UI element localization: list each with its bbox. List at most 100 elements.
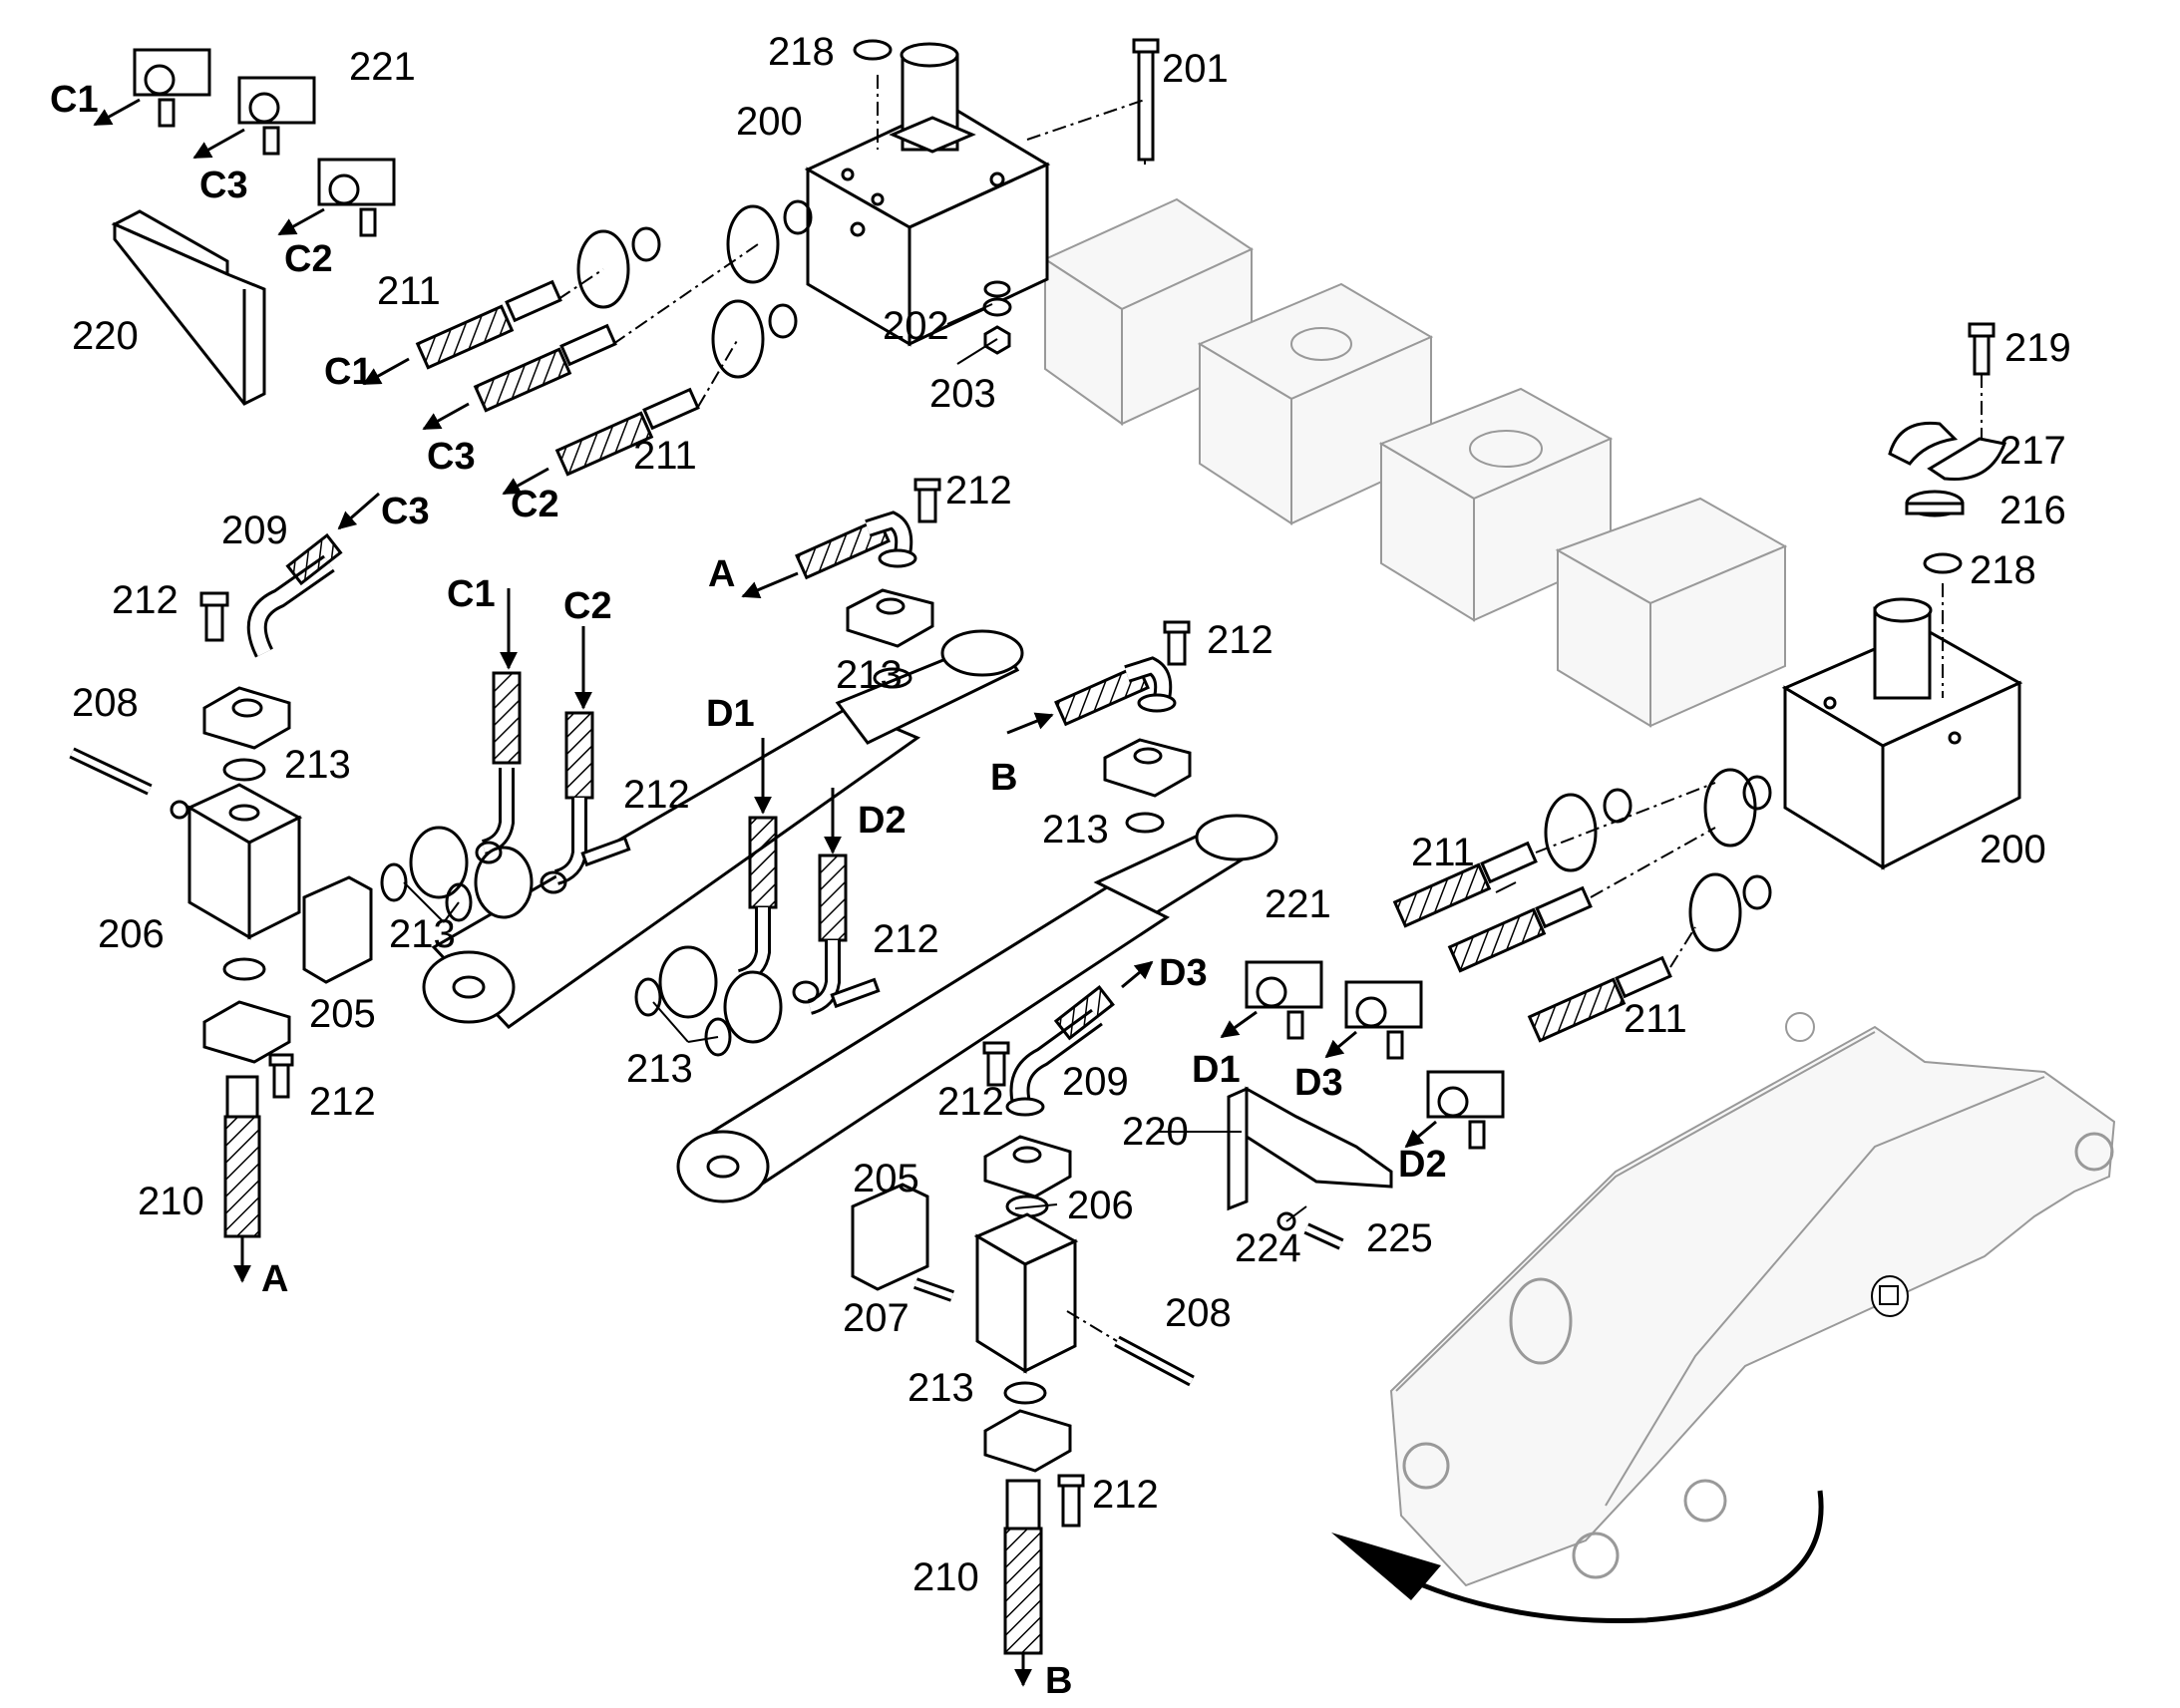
label-212-center-a: 212 (945, 469, 1012, 512)
clamp-217 (1888, 421, 2007, 482)
clamp-221-d2 (1426, 1070, 1505, 1150)
label-211-top-a: 211 (377, 269, 441, 313)
label-206-left: 206 (98, 912, 165, 956)
block-206-left (185, 783, 303, 940)
label-213-d1d2: 213 (626, 1047, 693, 1091)
label-211-right-b: 211 (1624, 997, 1687, 1041)
o-ring-218-top (853, 39, 893, 61)
bolt-207 (913, 1277, 954, 1302)
leader-lines (403, 303, 1517, 1222)
hose-210-center (1003, 1479, 1043, 1655)
letter-c3-left: C3 (381, 491, 430, 532)
valve-block-ghost-2 (1197, 282, 1434, 525)
letter-c2-hose: C2 (511, 484, 559, 525)
nuts-202-203 (982, 280, 1012, 355)
bracket-220-right (1227, 1086, 1393, 1211)
label-221-top: 221 (349, 45, 416, 89)
label-212-d1d2: 212 (873, 917, 939, 961)
label-212-center-lower: 212 (1092, 1473, 1159, 1517)
label-209-left: 209 (221, 509, 288, 552)
label-212-center-upper: 212 (937, 1080, 1004, 1124)
letter-c1-hose: C1 (324, 351, 373, 393)
boom-structure (1389, 1012, 2116, 1587)
label-212-left-upper: 212 (112, 578, 179, 622)
flanges-right (1544, 768, 1772, 952)
label-213-center-a: 213 (836, 653, 903, 697)
label-203: 203 (929, 372, 996, 416)
hose-210-left (223, 1075, 261, 1238)
label-210-center: 210 (912, 1555, 979, 1599)
label-208-center: 208 (1165, 1291, 1232, 1335)
flange-213-center-upper (983, 1135, 1072, 1218)
cylinder-lower (676, 814, 1278, 1203)
label-221-right: 221 (1265, 882, 1331, 926)
valve-block-200-right (1781, 597, 2023, 870)
label-219: 219 (2004, 326, 2071, 370)
label-209-center: 209 (1062, 1060, 1129, 1104)
rotation-arrow (1331, 1490, 1824, 1623)
cylinder-upper (422, 629, 1024, 1029)
letter-d3-right: D3 (1294, 1062, 1343, 1104)
label-200-top: 200 (736, 100, 803, 144)
label-206-center: 206 (1067, 1184, 1134, 1227)
plate-205-left (302, 875, 373, 984)
label-220-top: 220 (72, 314, 139, 358)
hose-211-c2 (554, 387, 700, 477)
letter-d3-cyl: D3 (1159, 952, 1208, 994)
letter-c3-top: C3 (199, 165, 248, 206)
hose-211-right-2 (1447, 885, 1593, 973)
bolt-212-left-lower (268, 1053, 294, 1099)
label-220-right: 220 (1122, 1110, 1189, 1154)
letter-d1-right: D1 (1192, 1049, 1241, 1091)
bracket-220-top (111, 209, 266, 406)
label-213-left-upper: 213 (284, 743, 351, 787)
bolt-212-left-upper (199, 591, 229, 642)
flanges-top (576, 199, 813, 379)
hose-a-top (795, 478, 941, 580)
hose-c2-cylinder (553, 711, 594, 885)
letter-c2-top: C2 (284, 238, 333, 280)
label-205-center: 205 (853, 1157, 919, 1200)
clamp-221-c1 (133, 48, 211, 128)
flanges-d1-d2 (634, 945, 881, 1057)
clamp-221-c3 (237, 76, 316, 156)
flange-213-left-lower (202, 957, 291, 1064)
label-205-left: 205 (309, 992, 376, 1036)
clamp-221-c2 (317, 158, 396, 237)
label-213-center-lower: 213 (908, 1366, 974, 1410)
label-207: 207 (843, 1296, 909, 1340)
label-212-c1c2: 212 (623, 773, 690, 817)
valve-block-ghost-1 (1042, 197, 1255, 426)
letter-b-top: B (990, 757, 1017, 799)
hose-209-left (246, 532, 343, 658)
bolt-208-left (69, 747, 189, 820)
flange-213-center-lower (983, 1381, 1072, 1473)
bolt-219 (1968, 322, 1996, 376)
label-225: 225 (1366, 1216, 1433, 1260)
hose-d2-cylinder (807, 854, 848, 1015)
clamp-221-d3 (1344, 980, 1423, 1060)
label-211-right-a: 211 (1411, 831, 1475, 874)
valve-block-200-top (804, 42, 1051, 347)
plate-205-center (851, 1183, 929, 1291)
letter-a-bottom: A (261, 1258, 288, 1300)
bolt-201 (1132, 38, 1160, 162)
label-202: 202 (883, 304, 949, 348)
hose-d1-cylinder (737, 816, 778, 985)
hose-211-right-1 (1392, 841, 1538, 928)
block-206-center (973, 1212, 1079, 1374)
o-ring-218-right (1923, 552, 1963, 574)
hose-c1-cylinder (481, 671, 522, 855)
letter-c3-hose: C3 (427, 436, 476, 478)
flange-213-center-a (846, 588, 934, 689)
label-213-c1c2: 213 (389, 912, 456, 956)
hose-b-top (1054, 620, 1191, 727)
part-number-labels: 218 200 201 221 220 211 211 202 203 219 … (72, 30, 2071, 1599)
connection-letter-labels: C1 C3 C2 C1 C3 C2 C3 C1 C2 D1 D2 D3 D1 D… (50, 79, 1447, 1702)
letter-c1-top: C1 (50, 79, 99, 121)
label-213-center-b: 213 (1042, 808, 1109, 852)
hose-211-c1 (415, 279, 562, 370)
valve-block-ghost-3 (1378, 387, 1614, 622)
letter-a-top: A (708, 553, 735, 595)
letter-c1-cyl: C1 (447, 573, 496, 615)
